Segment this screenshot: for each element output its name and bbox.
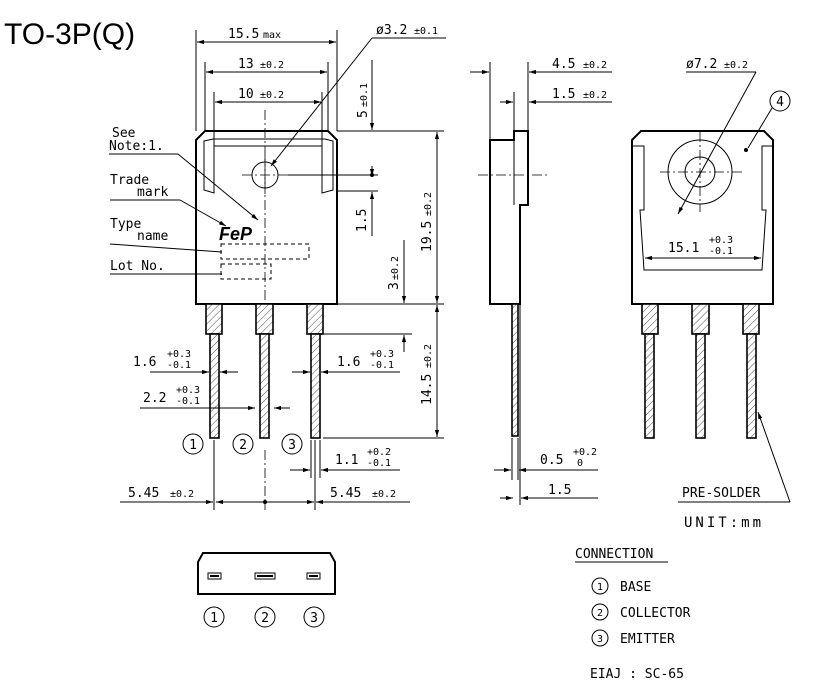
bottom-pin-2: 2 [261,611,269,626]
front-body-outline [195,130,338,305]
dim-side-1-5-bottom: 1.5 [548,483,571,498]
dim-height-19-5: 19.5 [420,221,435,252]
front-view: FeP 1 2 3 [120,23,446,510]
dim-side-1-5-top: 1.5 [552,87,575,102]
note-trademark-line1: Trade [110,173,149,188]
bottom-body-outline [197,552,336,595]
svg-text:+0.3: +0.3 [176,385,200,396]
svg-text:±0.2: ±0.2 [423,192,434,216]
connection-heading: CONNECTION [575,547,653,562]
note-see-line1: See [112,126,136,141]
dim-lead-14-5: 14.5 [420,374,435,405]
front-pin-numbers: 1 2 3 [182,433,303,455]
bottom-pin-1: 1 [210,611,218,626]
dim-body-10: 10 [238,87,254,102]
svg-text:±0.2: ±0.2 [583,60,607,71]
svg-text:0: 0 [577,458,583,469]
front-leads [205,303,324,439]
dim-body-13: 13 [238,57,254,72]
svg-text:±0.2: ±0.2 [260,90,284,101]
svg-text:±0.2: ±0.2 [390,256,401,280]
note-lot-number: Lot No. [110,259,165,274]
connection-label-base: BASE [620,580,651,595]
dim-side-0-5: 0.5 [540,453,563,468]
svg-text:±0.2: ±0.2 [583,90,607,101]
svg-text:±0.2: ±0.2 [724,60,748,71]
dim-lead-width-2-2: 2.2 [143,391,166,406]
svg-text:-0.1: -0.1 [709,246,733,257]
note-typename-line1: Type [110,217,141,232]
brand-logo: FeP [219,224,253,244]
svg-text:+0.2: +0.2 [367,447,391,458]
svg-text:±0.2: ±0.2 [423,344,434,368]
dim-width-max: 15.5 [228,27,259,42]
eiaj-code: EIAJ : SC-65 [590,667,684,682]
dim-hole-height: 1.5 [355,209,370,232]
connection-legend: CONNECTION 1 BASE 2 COLLECTOR 3 EMITTER … [575,547,691,682]
connection-num-2: 2 [597,608,603,619]
package-title: TO-3P(Q) [4,18,135,51]
side-body-outline [489,130,529,305]
dim-lead-thickness-1-1: 1.1 [335,453,358,468]
side-view: 4.5 ±0.2 1.5 ±0.2 0.5 +0.2 0 1.5 [470,57,612,505]
dim-lead-width-1-6-left: 1.6 [133,355,156,370]
svg-text:±0.1: ±0.1 [414,26,438,37]
connection-num-1: 1 [597,582,603,593]
dim-lead-width-1-6-right: 1.6 [337,355,360,370]
connection-label-emitter: EMITTER [620,632,675,647]
note-trademark-line2: mark [137,185,168,200]
dim-back-width: 15.1 [668,241,699,256]
back-view: ø7.2 ±0.2 4 15.1 +0.3 -0.1 PRE- [631,57,791,531]
dim-side-4-5: 4.5 [552,57,575,72]
dim-back-hole-diameter: ø7.2 [686,57,717,72]
svg-text:±0.2: ±0.2 [170,489,194,500]
note-pre-solder: PRE-SOLDER [682,486,760,501]
pin-number-3: 3 [288,438,296,453]
note-typename-line2: name [137,229,168,244]
dim-lead-3: 3 [387,282,402,290]
svg-text:-0.1: -0.1 [370,360,394,371]
svg-text:±0.2: ±0.2 [372,489,396,500]
note-see-line2: Note:1. [109,139,164,154]
svg-text:-0.1: -0.1 [367,458,391,469]
dim-pitch-right: 5.45 [330,486,361,501]
svg-text:±0.2: ±0.2 [260,60,284,71]
dim-pitch-left: 5.45 [128,486,159,501]
front-body-recess [203,138,334,194]
connection-num-3: 3 [597,634,603,645]
back-leads [641,303,760,439]
svg-text:+0.3: +0.3 [709,235,733,246]
bottom-pin-3: 3 [310,611,318,626]
connection-label-collector: COLLECTOR [620,606,691,621]
back-body-outline [631,130,774,305]
bottom-view: 1 2 3 [197,552,336,628]
svg-text:+0.3: +0.3 [167,349,191,360]
marker-4: 4 [776,95,784,110]
back-body-recess [632,145,773,271]
pin-number-1: 1 [189,438,197,453]
svg-text:+0.3: +0.3 [370,349,394,360]
dim-hole-diameter: ø3.2 [376,23,407,38]
pin-number-2: 2 [239,438,247,453]
svg-text:max: max [263,30,281,41]
lot-number-area [220,263,272,280]
svg-text:+0.2: +0.2 [573,447,597,458]
svg-text:±0.1: ±0.1 [359,83,370,107]
callout-notes: See Note:1. Trade mark Type name Lot No. [109,126,259,275]
unit-label: UNIT:mm [684,515,764,531]
svg-text:-0.1: -0.1 [167,360,191,371]
dim-tab-5: 5 [356,110,371,118]
svg-text:-0.1: -0.1 [176,396,200,407]
